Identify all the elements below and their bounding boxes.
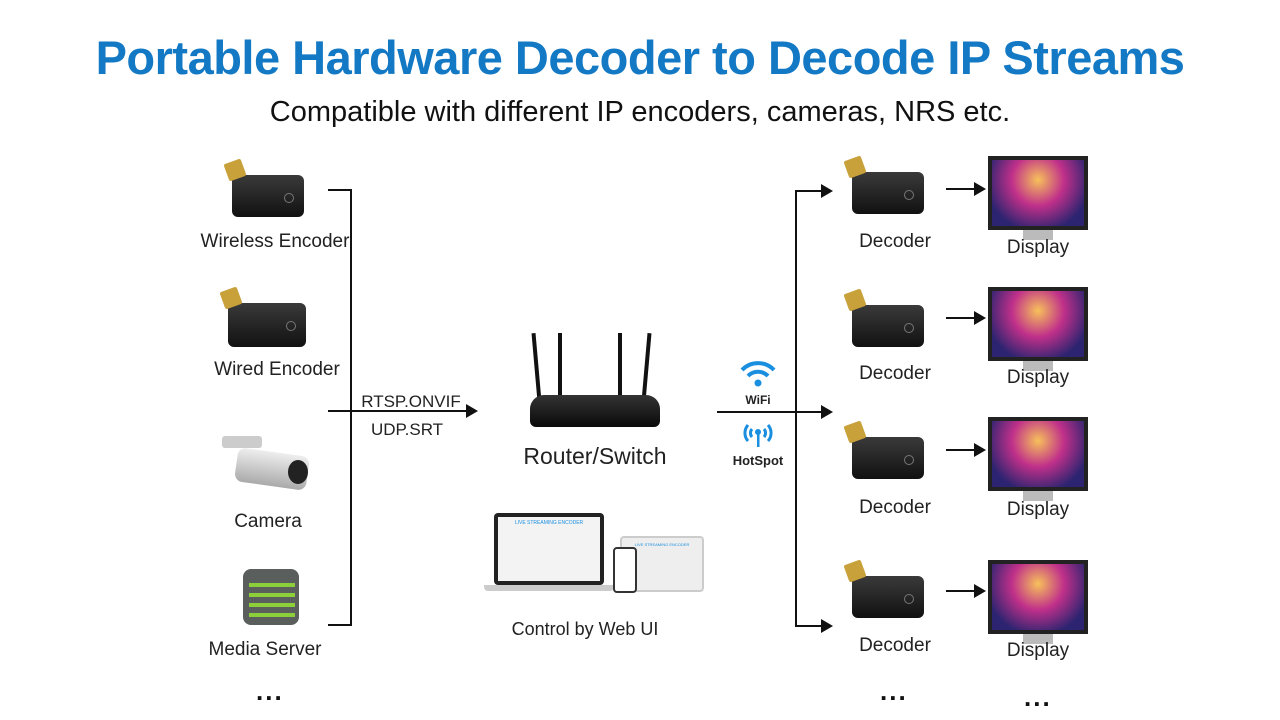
laptop-web-ui: LIVE STREAMING ENCODER: [494, 513, 604, 585]
connector-line: [795, 190, 797, 626]
protocol-label: UDP.SRT: [370, 420, 444, 439]
decoder-label: Decoder: [859, 363, 931, 384]
router-image: [520, 325, 670, 430]
decoder-image: [852, 576, 924, 618]
decoder-image: [852, 172, 924, 214]
arrow-to-display: [946, 182, 986, 196]
display-label: Display: [1006, 640, 1070, 661]
display-stand: [1023, 230, 1053, 240]
hotspot-icon: [740, 421, 776, 449]
connector-line: [328, 624, 352, 626]
source-label: Camera: [234, 511, 302, 532]
protocol-label: RTSP.ONVIF: [361, 392, 461, 411]
wired-encoder-image: [228, 303, 306, 347]
display-stand: [1023, 361, 1053, 371]
laptop-base: [484, 585, 614, 591]
decoder-label: Decoder: [859, 497, 931, 518]
display-label: Display: [1006, 237, 1070, 258]
web-ui-label: Control by Web UI: [511, 619, 659, 639]
source-label: Media Server: [208, 639, 322, 660]
arrow-to-decoder: [795, 619, 833, 633]
display-label: Display: [1006, 367, 1070, 388]
arrow-to-display: [946, 443, 986, 457]
page-title: Portable Hardware Decoder to Decode IP S…: [95, 31, 1185, 84]
source-label: Wireless Encoder: [200, 231, 350, 252]
wifi-icon: [738, 360, 778, 388]
source-label: Wired Encoder: [214, 359, 340, 380]
decoder-label: Decoder: [859, 231, 931, 252]
arrow-to-decoder: [795, 184, 833, 198]
display-image: [988, 156, 1088, 230]
arrow-to-display: [946, 311, 986, 325]
display-stand: [1023, 634, 1053, 644]
more-dots: ...: [1024, 682, 1052, 712]
decoder-image: [852, 305, 924, 347]
camera-icon: [222, 436, 311, 496]
media-server-icon: [243, 569, 299, 625]
more-dots: ...: [256, 676, 284, 706]
arrow-to-router: [328, 404, 478, 418]
phone-web-ui: [613, 547, 637, 593]
arrow-to-display: [946, 584, 986, 598]
decoder-image: [852, 437, 924, 479]
display-stand: [1023, 491, 1053, 501]
display-image: [988, 287, 1088, 361]
router-label: Router/Switch: [523, 443, 667, 469]
display-image: [988, 560, 1088, 634]
web-ui-screen-title: LIVE STREAMING ENCODER: [498, 517, 600, 581]
display-image: [988, 417, 1088, 491]
connector-line: [328, 189, 352, 191]
decoder-label: Decoder: [859, 635, 931, 656]
subtitle: Compatible with different IP encoders, c…: [269, 96, 1011, 128]
wireless-encoder-image: [232, 175, 304, 217]
display-label: Display: [1006, 499, 1070, 520]
wifi-label: WiFi: [745, 393, 771, 407]
hotspot-label: HotSpot: [732, 453, 784, 468]
arrow-to-decoder: [717, 405, 833, 419]
connector-line: [350, 189, 352, 626]
more-dots: ...: [880, 676, 908, 706]
